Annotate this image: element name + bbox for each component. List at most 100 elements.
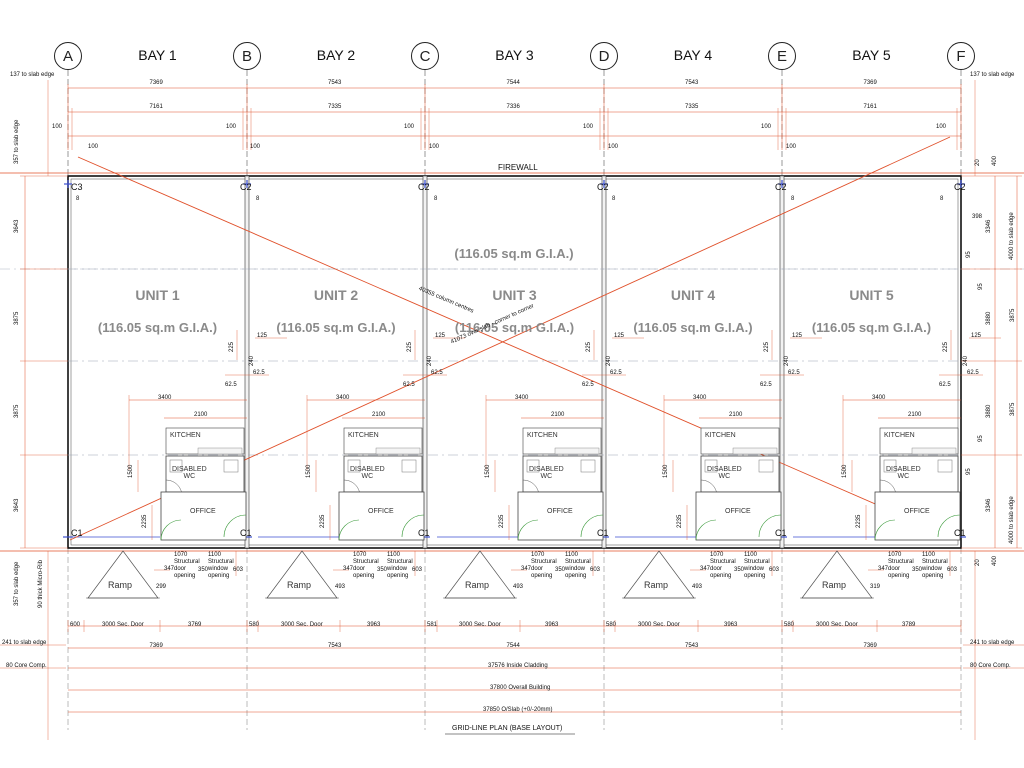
- dim-100: 100: [88, 144, 99, 150]
- dim-left-vertical: 3875: [14, 404, 20, 418]
- ramp-label: Ramp: [108, 580, 133, 590]
- kitchen-label: KITCHEN: [348, 432, 379, 439]
- ramp-triangle: [444, 550, 516, 599]
- dim-62: 62.5: [760, 382, 772, 388]
- dim-overall-building: 37800 Overall Building: [490, 685, 551, 691]
- dim-240: 240: [606, 355, 612, 366]
- dim-top-row1: 7543: [328, 80, 342, 86]
- dim-2235: 2235: [320, 514, 326, 528]
- column-tag: C2: [775, 182, 787, 192]
- dim-bottom-seg: 3789: [902, 622, 916, 628]
- dim-right-vertical: 3346: [986, 498, 992, 512]
- dim-225: 225: [943, 341, 949, 352]
- dim-overall-slab: 37850 O/Slab (+0/-20mm): [483, 707, 553, 713]
- column-tag: C1: [597, 528, 609, 538]
- dim-100: 100: [52, 124, 63, 130]
- dim-bottom-row1: 7543: [685, 643, 699, 649]
- dim-100: 100: [936, 124, 947, 130]
- dim-603: 603: [947, 567, 958, 573]
- dim-right-vertical: 3880: [986, 404, 992, 418]
- unit-name: UNIT 5: [849, 287, 894, 303]
- party-wall: [779, 175, 785, 549]
- ramp-label: Ramp: [822, 580, 847, 590]
- dim-right-outer: 3875: [1010, 402, 1016, 416]
- note-241: 241 to slab edge: [970, 640, 1015, 646]
- dim-603: 603: [590, 567, 601, 573]
- note-4000: 4000 to slab edge: [1009, 496, 1015, 544]
- dim-3400: 3400: [515, 395, 529, 401]
- dim-left-vertical: 3875: [14, 311, 20, 325]
- dim-3400: 3400: [693, 395, 707, 401]
- dim-8: 8: [940, 196, 944, 202]
- dim-350: 350: [198, 567, 209, 573]
- dim-100: 100: [429, 144, 440, 150]
- dim-100: 100: [761, 124, 772, 130]
- ramp-label: Ramp: [465, 580, 490, 590]
- column-tag: C2: [240, 182, 252, 192]
- office-box: [695, 491, 782, 541]
- unit-area-upper: (116.05 sq.m G.I.A.): [454, 246, 574, 261]
- dim-350: 350: [377, 567, 388, 573]
- dim-8: 8: [791, 196, 795, 202]
- note-241: 241 to slab edge: [2, 640, 47, 646]
- ramp-triangle: [87, 550, 159, 599]
- dim-8: 8: [256, 196, 260, 202]
- column-tag: C1: [775, 528, 787, 538]
- bay-label: BAY 4: [673, 47, 713, 63]
- dim-100: 100: [786, 144, 797, 150]
- dim-1500: 1500: [128, 464, 134, 478]
- dim-bottom-row1: 7369: [149, 643, 163, 649]
- office-door-swing: [223, 514, 247, 538]
- dim-225: 225: [586, 341, 592, 352]
- office-label: OFFICE: [904, 508, 930, 515]
- dim-1500: 1500: [306, 464, 312, 478]
- wc-toilet: [401, 459, 417, 473]
- kitchen-counter: [197, 447, 243, 455]
- column-tag: C2: [954, 182, 966, 192]
- unit-name: UNIT 3: [492, 287, 537, 303]
- office-box: [338, 491, 425, 541]
- dim-225: 225: [407, 341, 413, 352]
- note-slab-edge-side: 357 to slab edge: [14, 561, 20, 606]
- party-wall: [422, 175, 428, 549]
- dim-603: 603: [412, 567, 423, 573]
- dim-bottom-row1: 7543: [328, 643, 342, 649]
- dim-240: 240: [427, 355, 433, 366]
- ramp-triangle: [266, 550, 338, 599]
- wc-basin: [347, 459, 361, 473]
- column-tag: C2: [597, 182, 609, 192]
- office-box: [160, 491, 247, 541]
- dim-top-row2: 7161: [149, 104, 163, 110]
- dim-62: 62.5: [939, 382, 951, 388]
- dim-bottom-seg: 3000 Sec. Door: [281, 622, 323, 628]
- office-label: OFFICE: [190, 508, 216, 515]
- party-wall: [601, 175, 607, 549]
- dim-100: 100: [583, 124, 594, 130]
- note-micro-rib: 90 thick Micro-Rib: [38, 559, 44, 608]
- dim-inside-cladding: 37576 Inside Cladding: [488, 663, 548, 669]
- dim-350: 350: [912, 567, 923, 573]
- dim-bottom-seg: 3963: [367, 622, 381, 628]
- dim-bottom-row1: 7544: [506, 643, 520, 649]
- dim-right-small: 400: [992, 155, 998, 166]
- column-tag: C1: [418, 528, 430, 538]
- note-core: 80 Core Comp.: [6, 663, 47, 669]
- drawing-title: GRID-LINE PLAN (BASE LAYOUT): [452, 725, 563, 732]
- dim-bottom-seg: 3000 Sec. Door: [816, 622, 858, 628]
- wc-label: DISABLED WC: [350, 466, 385, 480]
- dim-1500: 1500: [842, 464, 848, 478]
- dim-bottom-seg: 3000 Sec. Door: [638, 622, 680, 628]
- dim-1500: 1500: [663, 464, 669, 478]
- kitchen-counter: [732, 447, 778, 455]
- wc-box: [879, 455, 959, 493]
- unit-name: UNIT 2: [313, 287, 359, 303]
- dim-62: 62.5: [225, 382, 237, 388]
- office-label: OFFICE: [725, 508, 751, 515]
- dim-125: 125: [257, 333, 268, 339]
- note-slab-edge-side: 357 to slab edge: [14, 119, 20, 164]
- bay-label: BAY 3: [495, 47, 534, 63]
- kitchen-label: KITCHEN: [884, 432, 915, 439]
- note-slab-edge: 137 to slab edge: [970, 72, 1015, 78]
- dim-100: 100: [608, 144, 619, 150]
- dim-3400: 3400: [158, 395, 172, 401]
